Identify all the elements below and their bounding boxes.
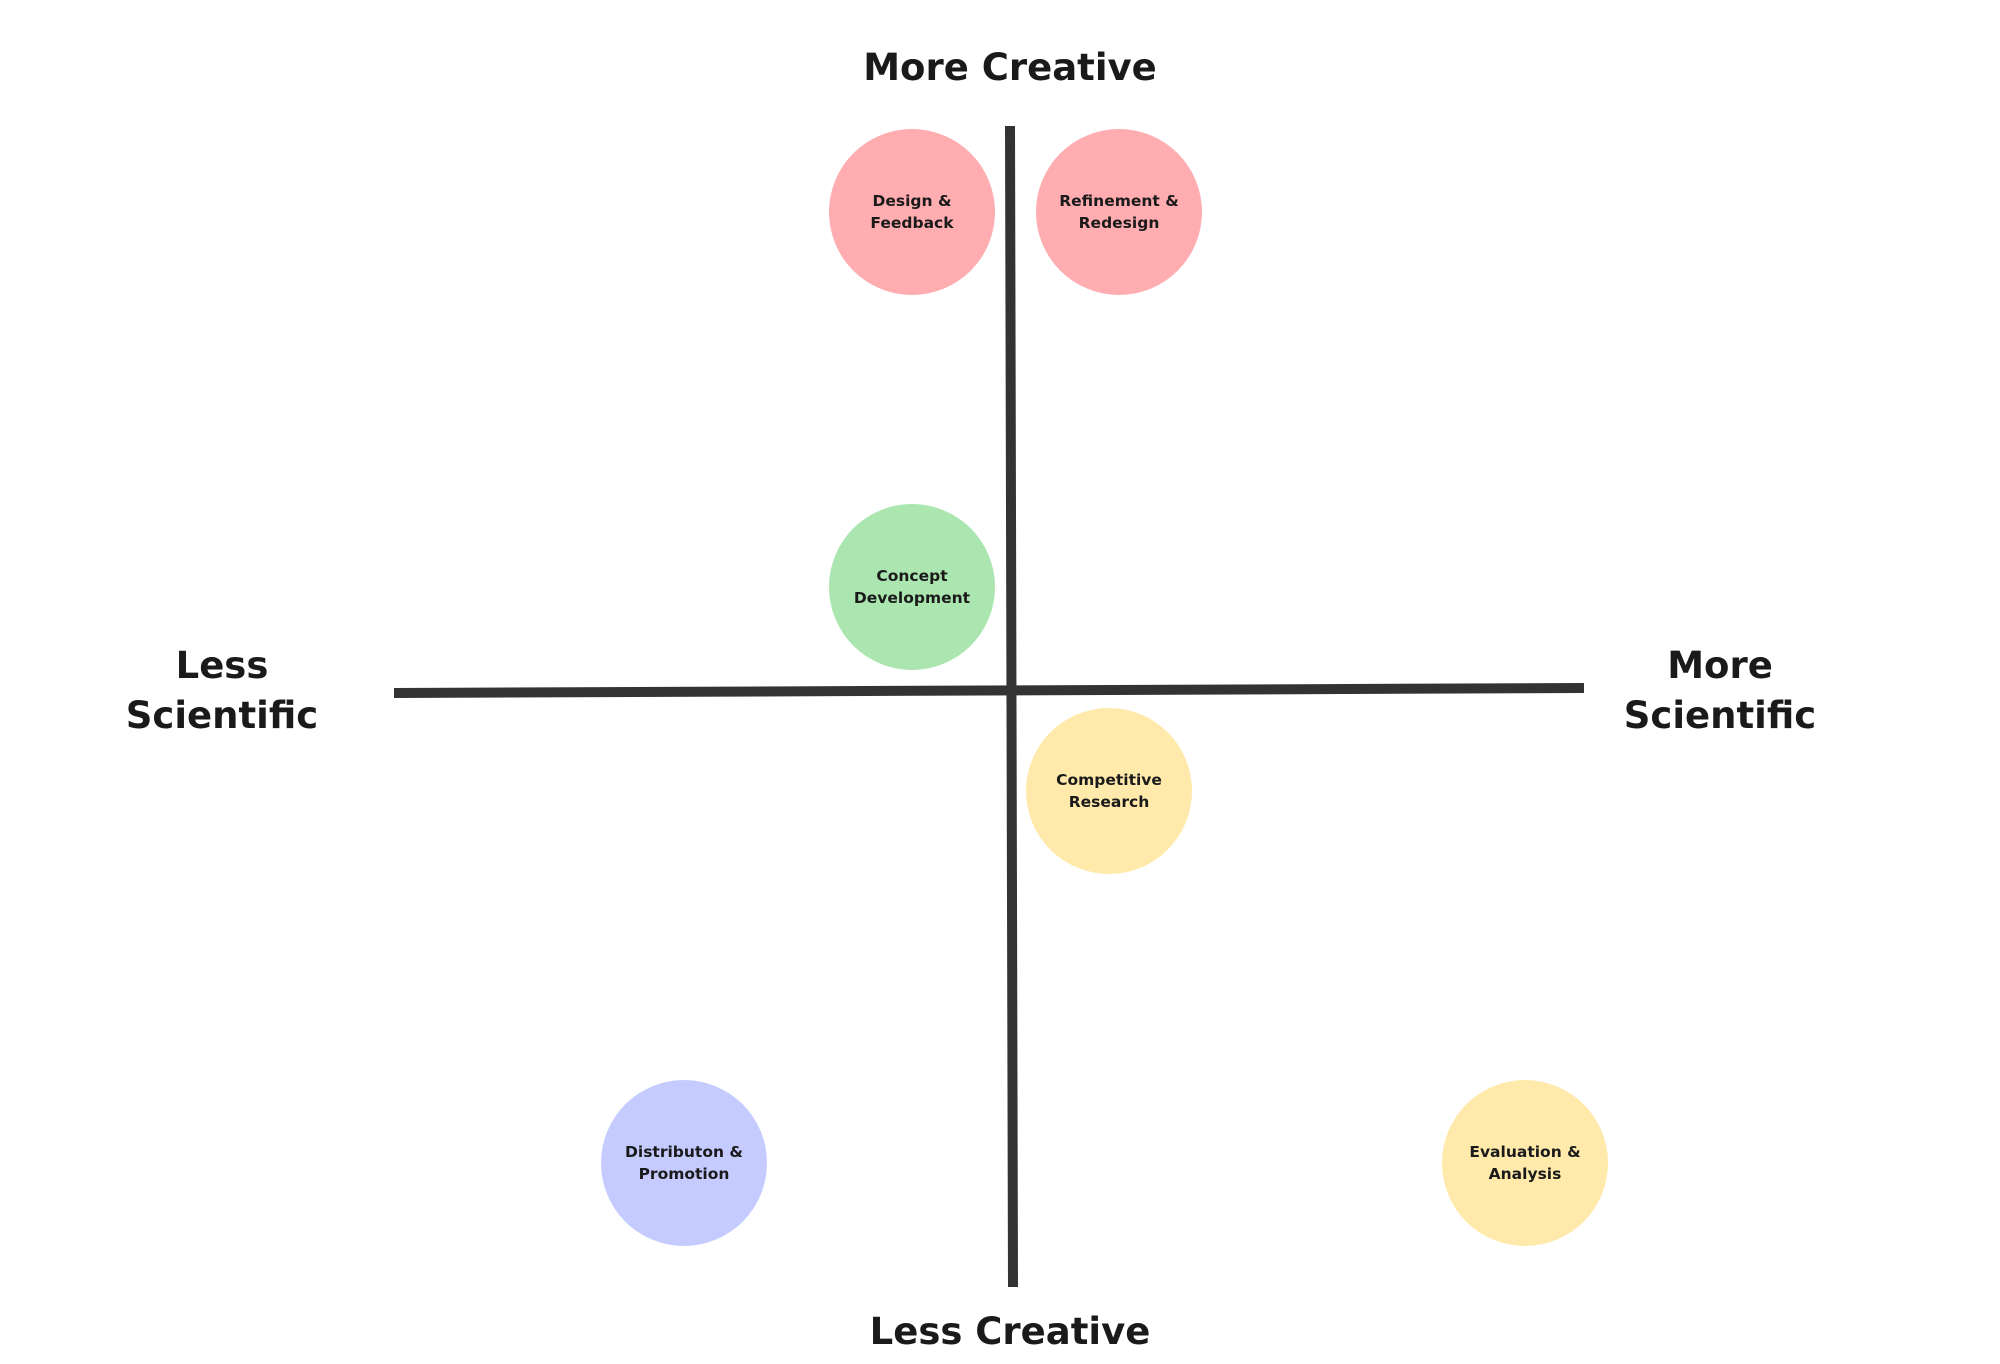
bubble-design-feedback: Design & Feedback [829, 129, 995, 295]
bubble-refinement-redesign: Refinement & Redesign [1036, 129, 1202, 295]
axis-label-more-scientific: More Scientific [1623, 644, 1817, 737]
vertical-axis-line [1005, 125, 1018, 1288]
bubble-label: Concept Development [853, 567, 971, 607]
bubble-label: Evaluation & Analysis [1469, 1143, 1581, 1183]
bubble-concept-development: Concept Development [829, 504, 995, 670]
axis-label-less-scientific: Less Scientific [125, 644, 319, 737]
bubble-distribution-promotion: Distributon & Promotion [601, 1080, 767, 1246]
bubble-evaluation-analysis: Evaluation & Analysis [1442, 1080, 1608, 1246]
bubble-label: Distributon & Promotion [625, 1143, 743, 1183]
horizontal-axis-line [393, 683, 1585, 698]
bubble-label: Design & Feedback [870, 192, 954, 232]
bubble-competitive-research: Competitive Research [1026, 708, 1192, 874]
axis-label-less-creative: Less Creative [869, 1310, 1151, 1353]
bubble-label: Competitive Research [1056, 771, 1162, 811]
axis-label-more-creative: More Creative [863, 46, 1157, 89]
bubble-label: Refinement & Redesign [1059, 192, 1179, 232]
